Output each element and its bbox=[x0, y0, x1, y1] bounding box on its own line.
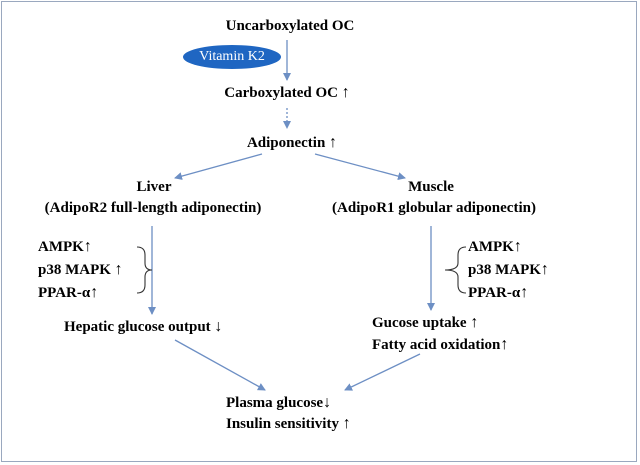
up-arrow-icon: ↑ bbox=[114, 261, 123, 278]
up-arrow-icon: ↑ bbox=[513, 238, 522, 255]
node-liver-subtitle: (AdipoR2 full-length adiponectin) bbox=[44, 200, 262, 216]
up-arrow-icon: ↑ bbox=[341, 84, 350, 101]
up-arrow-icon: ↑ bbox=[500, 336, 509, 353]
up-arrow-icon: ↑ bbox=[90, 284, 99, 301]
up-arrow-icon: ↑ bbox=[342, 415, 351, 432]
muscle-signal-p38-mapk: p38 MAPK↑ bbox=[468, 261, 549, 278]
node-adiponectin: Adiponectin ↑ bbox=[246, 134, 338, 151]
node-insulin-sensitivity: Insulin sensitivity ↑ bbox=[226, 415, 351, 432]
arrow-adiponectin-to-muscle bbox=[314, 153, 406, 181]
liver-signal-bracket bbox=[136, 246, 153, 294]
up-arrow-icon: ↑ bbox=[540, 261, 549, 278]
liver-signal-p38-mapk: p38 MAPK ↑ bbox=[38, 261, 123, 278]
muscle-signal-ppar: PPAR-α↑ bbox=[468, 284, 529, 301]
node-uncarboxylated-oc: Uncarboxylated OC bbox=[225, 18, 355, 34]
arrow-muscle-to-plasma bbox=[344, 353, 421, 391]
node-liver-title: Liver bbox=[136, 179, 172, 195]
up-arrow-icon: ↑ bbox=[470, 314, 479, 331]
node-vitamin-k2: Vitamin K2 bbox=[183, 45, 281, 69]
node-carboxylated-oc: Carboxylated OC ↑ bbox=[224, 84, 350, 101]
liver-signal-ampk: AMPK↑ bbox=[38, 238, 92, 255]
up-arrow-icon: ↑ bbox=[520, 284, 529, 301]
muscle-signal-bracket bbox=[444, 246, 467, 294]
node-glucose-uptake: Gucose uptake ↑ bbox=[372, 314, 479, 331]
node-muscle-title: Muscle bbox=[408, 179, 454, 195]
up-arrow-icon: ↑ bbox=[329, 134, 338, 151]
node-hepatic-glucose-output: Hepatic glucose output ↓ bbox=[64, 318, 223, 335]
arrow-hepatic-to-plasma bbox=[174, 339, 266, 391]
node-plasma-glucose: Plasma glucose↓ bbox=[226, 394, 332, 411]
liver-signal-ppar: PPAR-α↑ bbox=[38, 284, 99, 301]
down-arrow-icon: ↓ bbox=[323, 394, 332, 411]
down-arrow-icon: ↓ bbox=[214, 318, 223, 335]
muscle-signal-ampk: AMPK↑ bbox=[468, 238, 522, 255]
node-fatty-acid-oxidation: Fatty acid oxidation↑ bbox=[372, 336, 509, 353]
up-arrow-icon: ↑ bbox=[83, 238, 92, 255]
node-muscle-subtitle: (AdipoR1 globular adiponectin) bbox=[332, 200, 536, 216]
arrow-adiponectin-to-liver bbox=[174, 153, 263, 180]
